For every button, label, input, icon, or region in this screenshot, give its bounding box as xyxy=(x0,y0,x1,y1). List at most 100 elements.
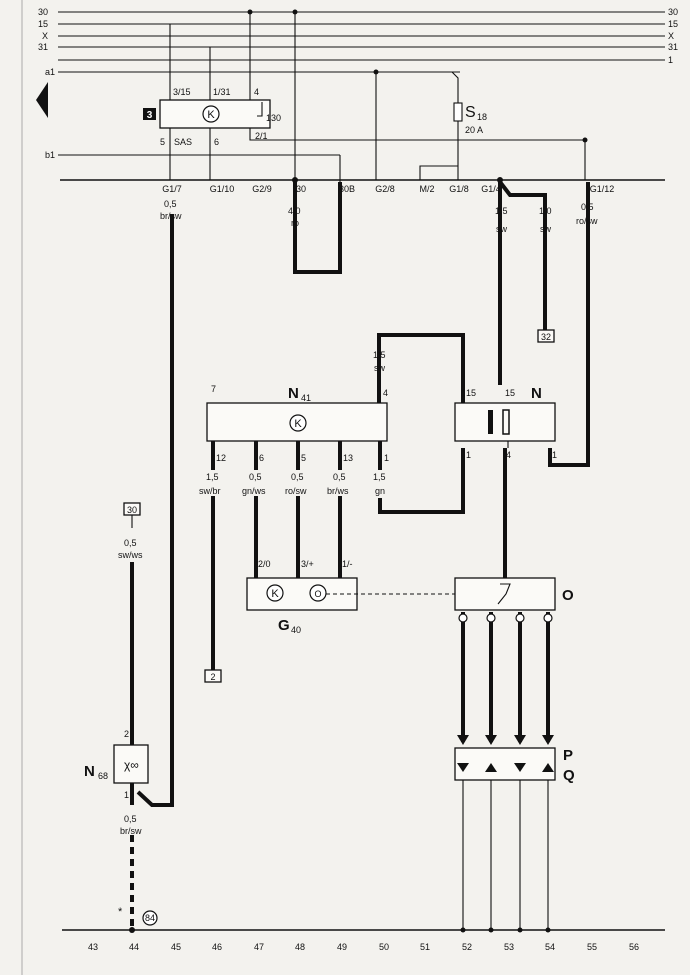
ground-dots xyxy=(129,927,551,933)
w9-size: 0,5 xyxy=(291,472,304,482)
w11-size: 1,5 xyxy=(373,472,386,482)
scale-47: 47 xyxy=(254,942,264,952)
w7-size: 1,5 xyxy=(206,472,219,482)
w4-color: sw xyxy=(540,224,552,234)
scale-55: 55 xyxy=(587,942,597,952)
w6-size: 1,5 xyxy=(373,350,386,360)
n41-k-symbol-icon xyxy=(289,414,307,432)
g40-box xyxy=(246,577,358,611)
conn-30: 30 xyxy=(296,184,306,194)
w13-size: 0,5 xyxy=(124,814,137,824)
conn-g1-4: G1/4 xyxy=(481,184,501,194)
n41-pin-12: 12 xyxy=(216,453,226,463)
pin-5-label: 5 xyxy=(160,137,165,147)
w1-size: 0,5 xyxy=(164,199,177,209)
conn-g1-7: G1/7 xyxy=(162,184,182,194)
spark-plug-icons xyxy=(457,763,554,772)
w5-size: 0,5 xyxy=(581,202,594,212)
scale-44: 44 xyxy=(129,942,139,952)
g40-sub: 40 xyxy=(291,625,301,635)
ref-30-label: 30 xyxy=(127,505,137,515)
w6-color: sw xyxy=(374,363,386,373)
bus-label-30-left: 30 xyxy=(38,7,48,17)
w7-color: sw/br xyxy=(199,486,221,496)
n-pin-4: 4 xyxy=(506,450,511,460)
n41-pin-4: 4 xyxy=(383,388,388,398)
n-name: N xyxy=(531,385,542,402)
n68-symbol-icon: χ∞ xyxy=(124,758,139,772)
n-relay-box xyxy=(454,402,556,442)
fuse-name: S xyxy=(465,104,476,121)
o-name: O xyxy=(562,587,574,604)
n41-pin-1: 1 xyxy=(384,453,389,463)
connector-labels: G1/7 G1/10 G2/9 30 30B G2/8 M/2 G1/8 G1/… xyxy=(162,184,614,194)
ref-2-box xyxy=(204,669,222,683)
g40-name: G xyxy=(278,617,290,634)
scale-51: 51 xyxy=(420,942,430,952)
scale-53: 53 xyxy=(504,942,514,952)
w13-color: br/sw xyxy=(120,826,142,836)
n41-pin-6: 6 xyxy=(259,453,264,463)
g40-pin-3-plus: 3/+ xyxy=(301,559,314,569)
page-turn-marker xyxy=(36,82,48,118)
pin-6-label: 6 xyxy=(214,137,219,147)
fuse-rating: 20 A xyxy=(465,125,483,135)
w2-size: 4,0 xyxy=(288,206,301,216)
conn-m-2: M/2 xyxy=(419,184,434,194)
w8-size: 0,5 xyxy=(249,472,262,482)
n68-pin-2: 2 xyxy=(124,729,129,739)
fuse-sub: 18 xyxy=(477,112,487,122)
fuse-s18-icon xyxy=(453,102,463,122)
bus-lines xyxy=(58,11,665,181)
w8-color: gn/ws xyxy=(242,486,266,496)
scale-45: 45 xyxy=(171,942,181,952)
g40-k-icon xyxy=(266,584,284,602)
spark-plugs-box xyxy=(454,747,556,781)
pin-4-label: 4 xyxy=(254,87,259,97)
ref-32-box xyxy=(537,329,555,343)
conn-g2-9: G2/9 xyxy=(252,184,272,194)
n-pin-1a: 1 xyxy=(466,450,471,460)
ref-84-label: 84 xyxy=(145,913,155,923)
scale-49: 49 xyxy=(337,942,347,952)
ht-lead-rings xyxy=(458,613,553,623)
p-label: P xyxy=(563,747,573,764)
n41-pin-7: 7 xyxy=(211,384,216,394)
ht-lead-arrows xyxy=(457,735,554,745)
w5-color: ro/sw xyxy=(576,216,598,226)
n41-pin-13: 13 xyxy=(343,453,353,463)
scale-50: 50 xyxy=(379,942,389,952)
relay-k-symbol-icon xyxy=(202,105,220,123)
ref-84-circle xyxy=(142,910,158,926)
bus-label-b1: b1 xyxy=(45,150,55,160)
relay-s3-tag xyxy=(143,108,156,120)
bus-label-31-left: 31 xyxy=(38,42,48,52)
ref-2-label: 2 xyxy=(210,672,215,682)
n-pin-15b: 15 xyxy=(505,388,515,398)
w2-color: ro xyxy=(291,218,299,228)
scale-46: 46 xyxy=(212,942,222,952)
bus-label-15-right: 15 xyxy=(668,19,678,29)
w3-color: sw xyxy=(496,224,508,234)
n-pin-15a: 15 xyxy=(466,388,476,398)
scale-56: 56 xyxy=(629,942,639,952)
conn-g2-8: G2/8 xyxy=(375,184,395,194)
pin-3-15-label: 3/15 xyxy=(173,87,191,97)
relay-k-text: K xyxy=(207,109,215,121)
bus-label-a1: a1 xyxy=(45,67,55,77)
conn-g1-12: G1/12 xyxy=(590,184,615,194)
g40-sensor-text: O xyxy=(314,589,321,599)
scale-43: 43 xyxy=(88,942,98,952)
n-coil-icon xyxy=(488,410,493,434)
n41-bottom-pins: 12 6 5 13 1 xyxy=(216,453,389,463)
o-box xyxy=(454,577,556,611)
pin-130-label: 130 xyxy=(266,113,281,123)
n68-sub: 68 xyxy=(98,771,108,781)
bus-label-15-left: 15 xyxy=(38,19,48,29)
conn-g1-10: G1/10 xyxy=(210,184,235,194)
w12-color: sw/ws xyxy=(118,550,143,560)
w3-size: 1,5 xyxy=(495,206,508,216)
g40-pin-2-0: 2/0 xyxy=(258,559,271,569)
